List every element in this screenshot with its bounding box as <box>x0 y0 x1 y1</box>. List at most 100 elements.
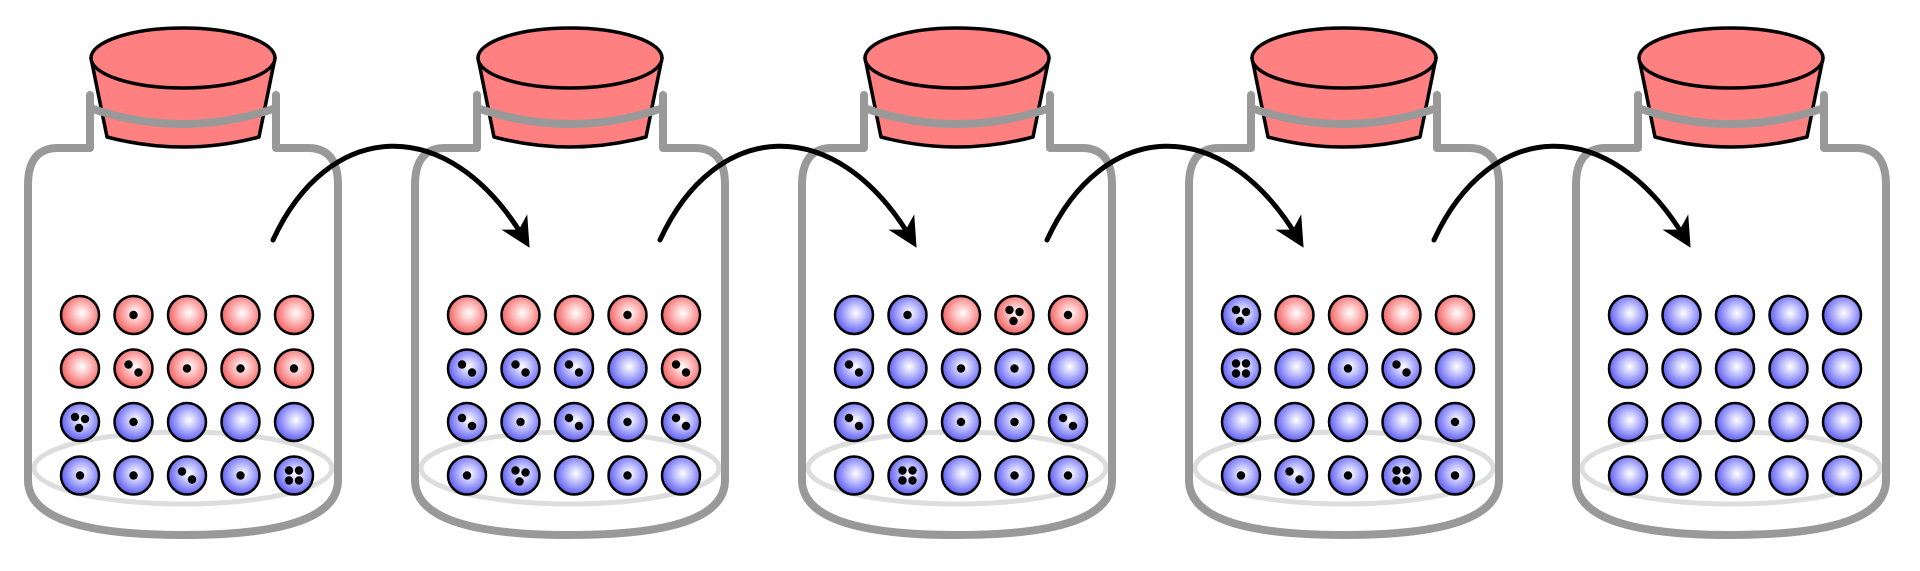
ball-body <box>887 455 928 496</box>
ball-blue <box>1327 401 1369 443</box>
ball-body <box>553 455 595 496</box>
ball-dot <box>1295 475 1304 484</box>
ball-dot <box>124 360 133 369</box>
ball-blue <box>1047 348 1089 389</box>
ball-blue <box>940 455 982 496</box>
ball-body <box>1714 348 1756 389</box>
ball-red <box>166 294 208 336</box>
ball-red <box>660 294 702 336</box>
ball-dot <box>1450 471 1460 480</box>
ball-dot <box>908 476 917 485</box>
ball-body <box>1607 401 1649 443</box>
ball-body <box>273 294 315 336</box>
ball-blue <box>273 455 315 496</box>
lid-top <box>89 26 277 90</box>
jars-layer <box>24 26 1890 539</box>
ball-dot <box>1068 421 1078 431</box>
ball-dot <box>284 466 294 475</box>
ball-blue <box>607 401 648 443</box>
ball-blue <box>1434 401 1476 443</box>
ball-dot <box>671 413 681 423</box>
ball-dot <box>1015 307 1024 317</box>
ball-blue <box>446 401 488 443</box>
ball-blue <box>500 455 541 496</box>
ball-blue <box>220 455 261 496</box>
jar-body <box>798 144 1116 539</box>
ball-red <box>273 294 315 336</box>
ball-body <box>1434 294 1476 336</box>
jar-body <box>1572 144 1890 539</box>
ball-dot <box>516 417 525 427</box>
ball-dot <box>1450 417 1460 427</box>
ball-blue <box>1661 455 1702 496</box>
ball-blue <box>59 455 101 496</box>
ball-body <box>446 348 488 389</box>
ball-dot <box>467 421 477 431</box>
ball-blue <box>660 401 702 443</box>
ball-body <box>833 294 875 336</box>
ball-red <box>59 348 101 389</box>
ball-body <box>1821 348 1863 389</box>
ball-body <box>1327 401 1369 443</box>
ball-blue <box>1821 455 1863 496</box>
ball-body <box>1381 455 1422 496</box>
ball-dot <box>1009 316 1018 326</box>
ball-body <box>446 401 488 443</box>
ball-body <box>1381 401 1422 443</box>
ball-blue <box>1220 455 1262 496</box>
ball-body <box>1607 294 1649 336</box>
ball-body <box>500 455 541 496</box>
ball-body <box>660 455 702 496</box>
ball-dot <box>1402 466 1411 475</box>
ball-blue <box>1434 455 1476 496</box>
ball-dot <box>1063 310 1073 320</box>
ball-dot <box>187 475 197 484</box>
ball-blue <box>660 455 702 496</box>
ball-body <box>1714 294 1756 336</box>
ball-dot <box>457 360 467 369</box>
ball-dot <box>74 423 84 433</box>
ball-red <box>994 294 1035 336</box>
lid-top <box>1250 26 1438 90</box>
ball-red <box>220 294 261 336</box>
ball-dot <box>1343 471 1353 480</box>
ball-body <box>1220 348 1262 389</box>
ball-dot <box>898 466 907 475</box>
ball-blue <box>940 401 982 443</box>
ball-body <box>1274 294 1315 336</box>
ball-blue <box>1821 294 1863 336</box>
jar-neck-band <box>860 104 1054 128</box>
ball-body <box>220 294 261 336</box>
ball-blue <box>166 401 208 443</box>
ball-dot <box>1235 316 1245 326</box>
ball-dot <box>515 477 524 486</box>
jar-neck-band <box>1634 104 1828 128</box>
ball-dot <box>129 417 138 427</box>
ball-body <box>220 401 261 443</box>
ball-red <box>59 294 101 336</box>
ball-blue <box>994 455 1035 496</box>
ball-dot <box>134 368 143 377</box>
ball-body <box>660 294 702 336</box>
ball-dot <box>844 413 854 423</box>
ball-body <box>1607 455 1649 496</box>
ball-body <box>1821 401 1863 443</box>
ball-dot <box>70 412 80 422</box>
ball-blue <box>607 348 648 389</box>
ball-dot <box>294 476 304 485</box>
ball-dot <box>75 471 85 480</box>
ball-dot <box>1010 417 1019 427</box>
ball-dot <box>574 368 584 377</box>
ball-body <box>1274 348 1315 389</box>
ball-dot <box>854 368 864 377</box>
ball-body <box>59 294 101 336</box>
lid-top <box>863 26 1051 90</box>
ball-red <box>660 348 702 389</box>
ball-blue <box>833 455 875 496</box>
ball-body <box>1661 294 1702 336</box>
ball-blue <box>500 348 541 389</box>
ball-body <box>1381 294 1422 336</box>
ball-dot <box>511 466 520 475</box>
jar-neck <box>860 91 1054 152</box>
ball-dot <box>289 364 299 373</box>
